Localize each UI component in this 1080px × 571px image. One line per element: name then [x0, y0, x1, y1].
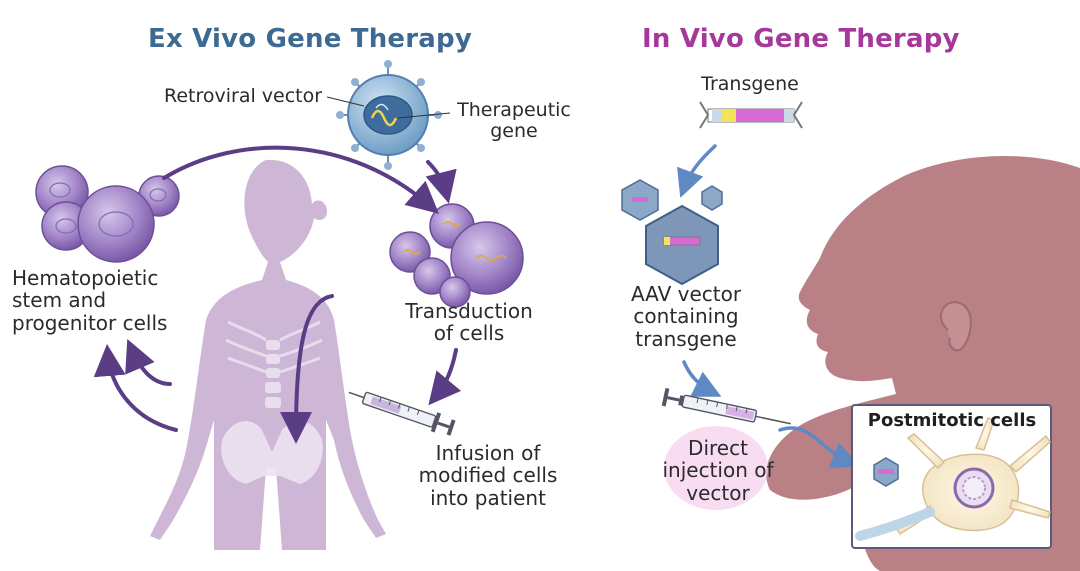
retrovirus-icon	[336, 60, 442, 170]
syringe-icon	[661, 387, 791, 425]
stem-cell-cluster	[35, 165, 180, 263]
retroviral-vector-label: Retroviral vector	[164, 85, 323, 107]
direct-injection-label: Direct injection of vector	[662, 436, 774, 505]
transgene-label: Transgene	[701, 73, 799, 95]
transgene-dna-icon	[699, 101, 803, 129]
transduction-label: Transduction of cells	[405, 299, 533, 346]
ex-vivo-arrows	[93, 145, 462, 444]
aav-vector-label: AAV vector containing transgene	[630, 282, 742, 351]
child-silhouette	[150, 159, 386, 550]
therapeutic-gene-label: Therapeutic gene	[457, 99, 571, 143]
hsc-label: Hematopoietic stem and progenitor cells	[12, 266, 168, 335]
in-vivo-title: In Vivo Gene Therapy	[642, 24, 960, 54]
postmitotic-inset	[851, 404, 1052, 549]
syringe-icon	[348, 391, 456, 436]
ex-vivo-title: Ex Vivo Gene Therapy	[148, 24, 472, 54]
transduced-cell-cluster	[389, 203, 524, 308]
infusion-label: Infusion of modified cells into patient	[418, 441, 558, 510]
postmitotic-label: Postmitotic cells	[867, 410, 1037, 431]
direct-injection-highlight	[664, 426, 768, 510]
aav-capsid-icon	[621, 179, 723, 286]
